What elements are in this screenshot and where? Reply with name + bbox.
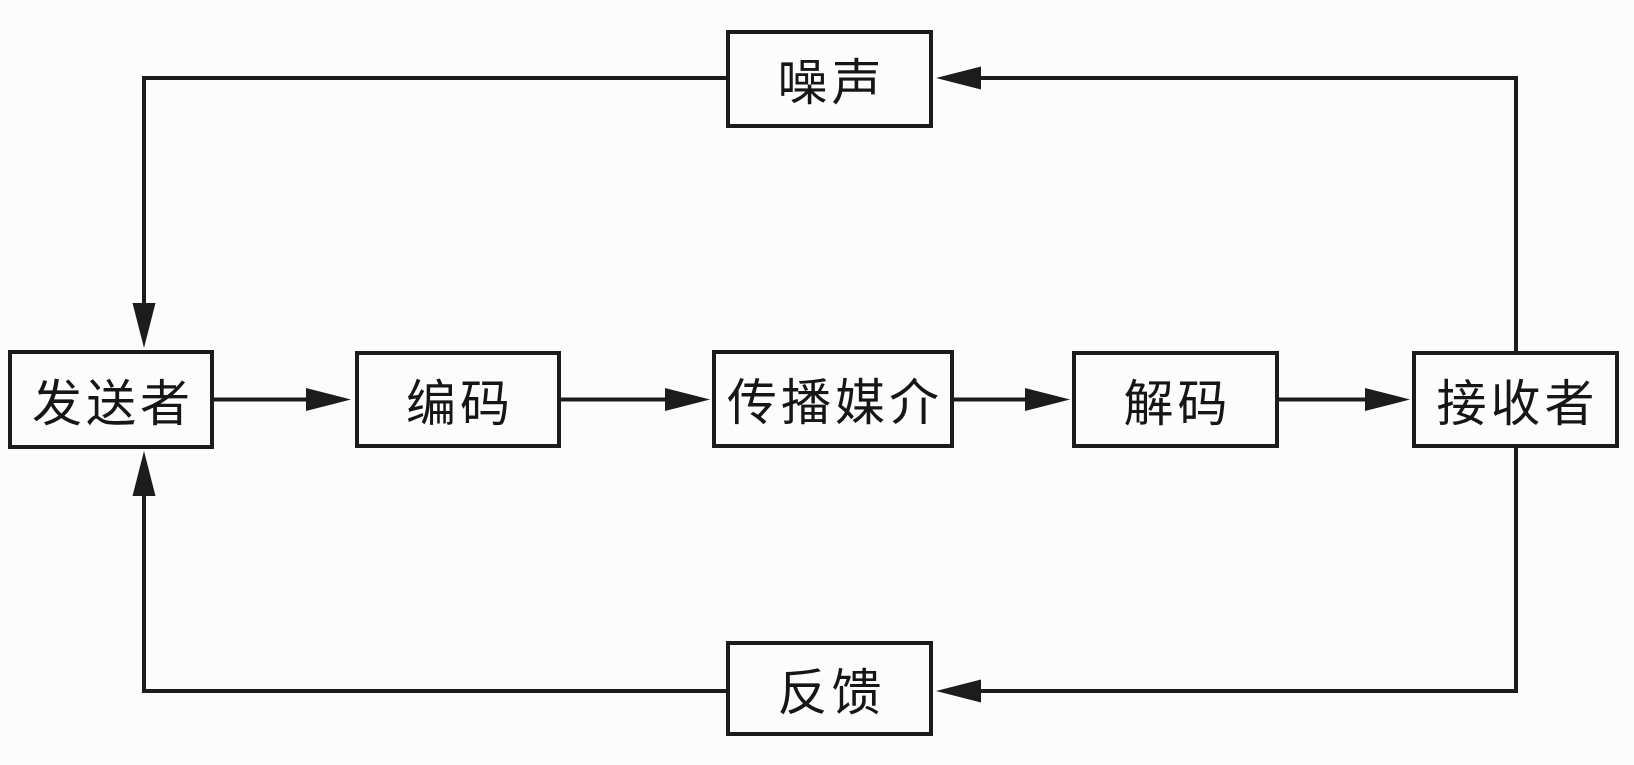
arrowhead-into-sender-top bbox=[132, 303, 156, 348]
arrowhead-into-medium bbox=[665, 388, 710, 411]
arrowhead-into-encode bbox=[306, 388, 351, 411]
arrowhead-into-sender-bottom bbox=[132, 451, 156, 496]
node-transmission-medium-label: 传播媒介 bbox=[727, 375, 943, 431]
node-sender: 发送者 bbox=[8, 350, 214, 449]
edge-feedback-sender bbox=[142, 495, 726, 693]
node-receiver-label: 接收者 bbox=[1436, 375, 1599, 432]
node-decode-label: 解码 bbox=[1123, 375, 1232, 432]
node-sender-label: 发送者 bbox=[32, 375, 194, 432]
edge-receiver-feedback bbox=[981, 448, 1518, 693]
arrowhead-into-decode bbox=[1025, 388, 1070, 411]
arrowhead-into-feedback bbox=[936, 679, 981, 703]
node-noise: 噪声 bbox=[726, 30, 933, 128]
node-noise-label: 噪声 bbox=[777, 55, 886, 111]
node-decode: 解码 bbox=[1072, 351, 1279, 448]
node-feedback-label: 反馈 bbox=[777, 664, 886, 721]
edge-noise-sender bbox=[142, 76, 726, 305]
node-encode: 编码 bbox=[355, 351, 561, 448]
node-receiver: 接收者 bbox=[1412, 351, 1619, 448]
arrowhead-into-receiver bbox=[1365, 388, 1410, 411]
node-encode-label: 编码 bbox=[406, 375, 514, 432]
node-transmission-medium: 传播媒介 bbox=[712, 350, 954, 448]
edge-receiver-noise bbox=[981, 76, 1518, 351]
node-feedback: 反馈 bbox=[726, 641, 933, 736]
arrowhead-into-noise bbox=[936, 66, 981, 90]
